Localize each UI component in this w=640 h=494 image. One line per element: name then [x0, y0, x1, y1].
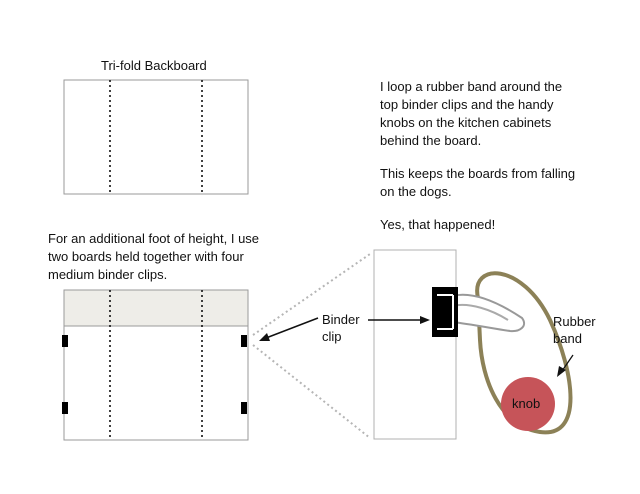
- stacked-boards: [62, 289, 249, 441]
- zoom-lines: [252, 253, 371, 439]
- rubber-band-label-line-2: band: [553, 331, 582, 346]
- binder-clip-top-left: [62, 335, 68, 347]
- instructions-line-2: top binder clips and the handy: [380, 97, 554, 112]
- rubber-band: [475, 271, 573, 435]
- bottom-board: [63, 325, 249, 441]
- height-note-line-1: For an additional foot of height, I use: [48, 231, 260, 246]
- rubber-band-label-line-1: Rubber: [553, 314, 596, 329]
- zoomed-binder-clip: [432, 287, 526, 337]
- instructions-line-5: This keeps the boards from falling: [380, 166, 576, 181]
- cabinet-knob: [501, 377, 555, 431]
- rubber-band-arrow: [557, 354, 574, 377]
- instructions-line-4: behind the board.: [380, 133, 482, 148]
- top-board-extension: [63, 289, 249, 327]
- clip-pointer-arrow: [259, 317, 319, 341]
- instructions-line-1: I loop a rubber band around the: [380, 79, 563, 94]
- binder-clip-bottom-right: [241, 402, 247, 414]
- backboard-title: Tri-fold Backboard: [101, 58, 207, 73]
- trifold-backboard: [63, 79, 249, 195]
- binder-clip-top-right: [241, 335, 247, 347]
- binder-clip-arrow: [368, 316, 430, 324]
- binder-clip-bottom-left: [62, 402, 68, 414]
- binder-clip-label-line-2: clip: [322, 329, 342, 344]
- binder-clip-label-line-1: Binder: [322, 312, 360, 327]
- height-note-line-2: two boards held together with four: [48, 249, 244, 264]
- instructions-line-6: on the dogs.: [380, 184, 452, 199]
- height-note-line-3: medium binder clips.: [48, 267, 168, 282]
- zoomed-board-edge: [373, 249, 457, 440]
- knob-label: knob: [512, 396, 541, 411]
- instructions-line-3: knobs on the kitchen cabinets: [380, 115, 552, 130]
- instructions-line-7: Yes, that happened!: [380, 217, 496, 232]
